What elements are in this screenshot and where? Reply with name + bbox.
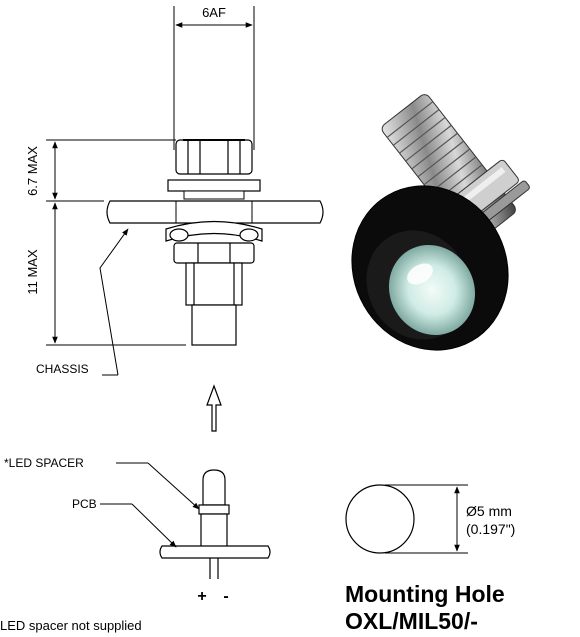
hex-nut-bottom [173,242,255,264]
pcb-leader: PCB [72,497,177,548]
product-photo [351,94,530,351]
chassis-plate [106,200,324,224]
mounting-hole-drawing: Ø5 mm (0.197") [345,484,515,554]
footnote: LED spacer not supplied [0,618,142,633]
led-on-pcb-assembly [159,469,271,579]
chassis-label: CHASSIS [36,362,89,376]
threaded-barrel [185,262,243,306]
washer [167,179,261,192]
hole-diameter-mm: Ø5 mm [466,503,512,519]
hex-width-label: 6AF [202,5,226,20]
mounting-hole-title: Mounting Hole [345,581,505,607]
part-number: OXL/MIL50/- [345,608,478,634]
chassis-leader: CHASSIS [36,228,129,376]
height-dimensions: 6.7 MAX 11 MAX [25,139,186,346]
led-spacer-label: *LED SPACER [4,456,84,470]
led-spacer-leader: *LED SPACER [4,456,200,510]
polarity-minus: - [223,588,228,605]
polarity-plus: + [197,588,206,605]
led-body [191,304,237,346]
lock-washer [165,220,263,242]
hex-width-dimension: 6AF [173,5,255,150]
assembly-up-arrow-icon [206,384,222,432]
height-above-label: 6.7 MAX [25,146,40,196]
washer-inner [183,190,245,200]
hole-diameter-in: (0.197") [466,521,515,537]
pcb-label: PCB [72,497,97,511]
height-below-label: 11 MAX [25,249,40,295]
hex-nut-top [175,139,253,175]
